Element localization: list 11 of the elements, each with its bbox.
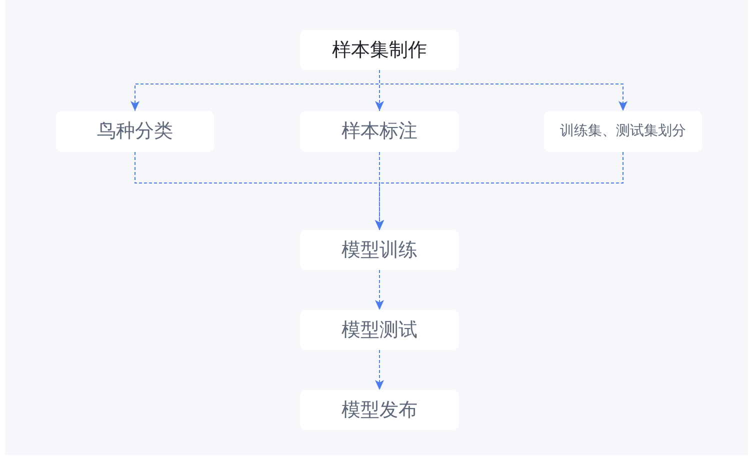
- process-box: 样本集制作: [300, 30, 459, 70]
- process-box: 鸟种分类: [56, 111, 214, 152]
- dashed-arrow: [375, 152, 624, 230]
- dashed-arrow: [379, 70, 628, 112]
- process-box: 样本标注: [300, 111, 459, 152]
- process-box: 模型发布: [300, 390, 459, 430]
- process-box: 模型训练: [300, 230, 459, 270]
- process-box: 模型测试: [300, 310, 459, 350]
- process-box: 训练集、测试集划分: [544, 111, 702, 152]
- dashed-arrow: [375, 350, 384, 390]
- dashed-arrow: [375, 270, 384, 310]
